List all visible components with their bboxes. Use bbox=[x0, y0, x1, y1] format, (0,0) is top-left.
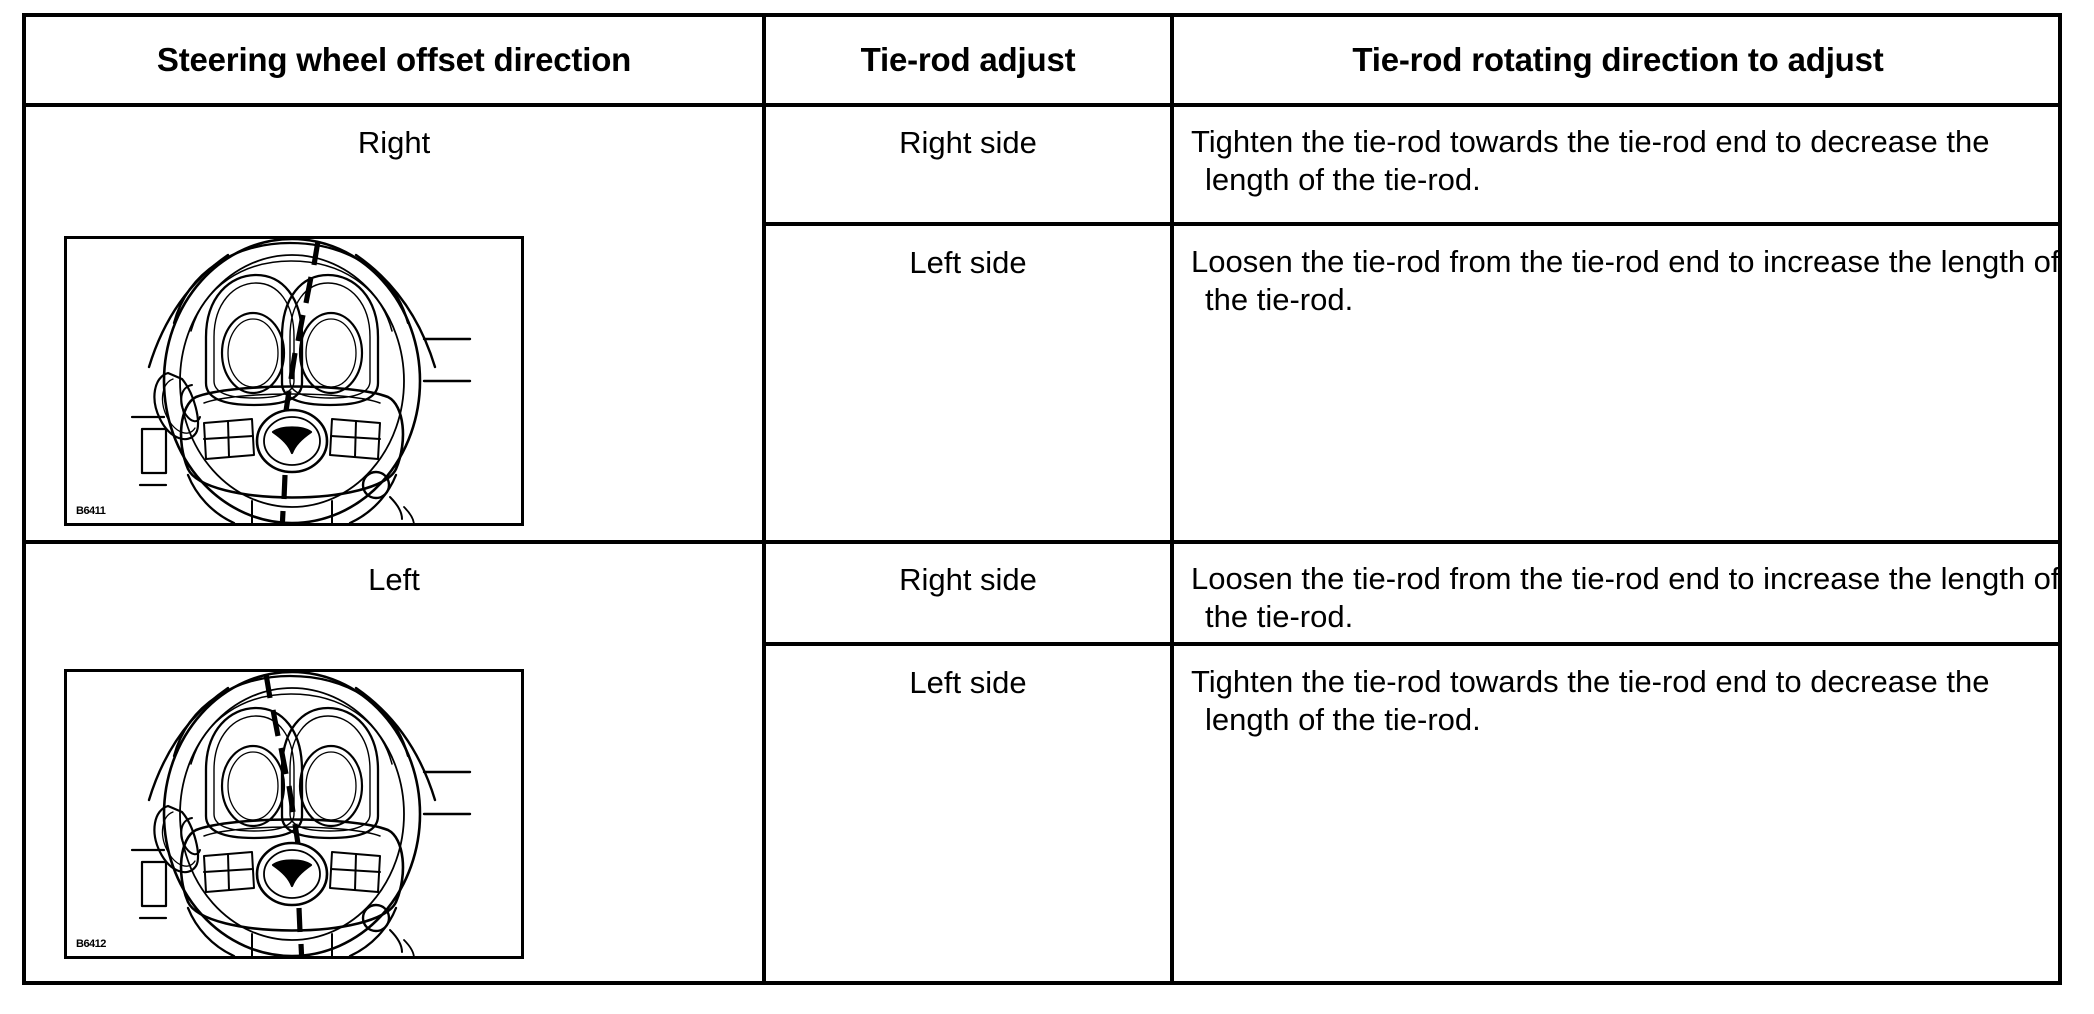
tie-rod-side-row1-b: Left side bbox=[909, 245, 1027, 280]
offset-direction-left-label: Left bbox=[368, 562, 420, 597]
steering-wheel-figure-left: B6412 bbox=[64, 669, 524, 959]
tie-rod-instruction-row1-b: Loosen the tie-rod from the tie-rod end … bbox=[1191, 244, 2060, 317]
column-header-tie-rod-rotating-direction: Tie-rod rotating direction to adjust bbox=[1352, 41, 1884, 78]
row-divider-main bbox=[26, 540, 2058, 544]
steering-wheel-illustration-right-icon bbox=[130, 239, 472, 523]
tie-rod-instruction-row2-a: Loosen the tie-rod from the tie-rod end … bbox=[1191, 561, 2060, 634]
tie-rod-side-row2-a: Right side bbox=[899, 562, 1037, 597]
column-header-steering-wheel-offset-direction: Steering wheel offset direction bbox=[156, 41, 632, 78]
tie-rod-instruction-row1-a: Tighten the tie-rod towards the tie-rod … bbox=[1191, 124, 1990, 197]
row-divider-sub-1 bbox=[762, 222, 2058, 226]
column-header-tie-rod-adjust: Tie-rod adjust bbox=[860, 41, 1076, 78]
figure-code-label: B6411 bbox=[76, 505, 106, 517]
figure-code-label: B6412 bbox=[76, 938, 106, 950]
column-divider-1 bbox=[762, 17, 766, 981]
offset-direction-right-label: Right bbox=[357, 125, 431, 160]
tie-rod-instruction-row2-b: Tighten the tie-rod towards the tie-rod … bbox=[1191, 664, 1990, 737]
tie-rod-adjustment-table: Steering wheel offset direction Tie-rod … bbox=[22, 13, 2062, 985]
steering-wheel-figure-right: B6411 bbox=[64, 236, 524, 526]
row-divider-sub-2 bbox=[762, 642, 2058, 646]
header-rule bbox=[26, 103, 2058, 107]
column-divider-2 bbox=[1170, 17, 1174, 981]
tie-rod-side-row1-a: Right side bbox=[899, 125, 1037, 160]
steering-wheel-illustration-left-icon bbox=[130, 672, 472, 956]
tie-rod-side-row2-b: Left side bbox=[909, 665, 1027, 700]
